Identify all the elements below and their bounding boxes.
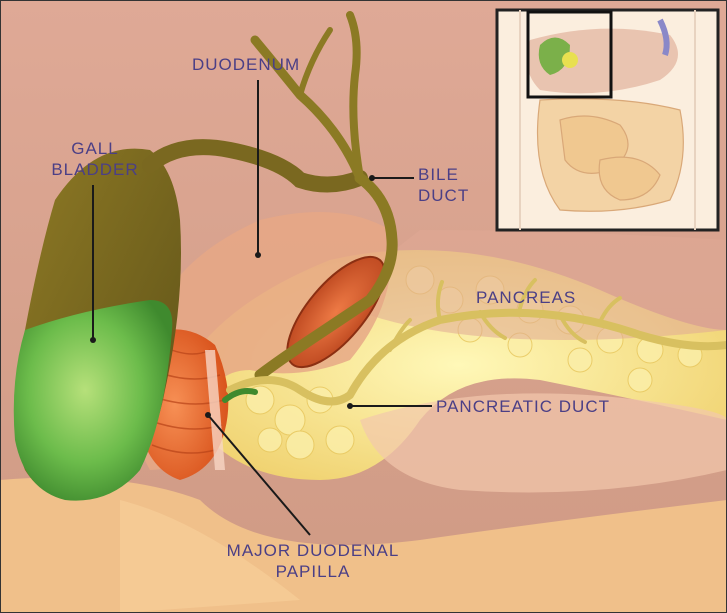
label-bile-duct: BILE DUCT: [418, 164, 469, 206]
label-bile-duct-line1: BILE: [418, 164, 469, 185]
label-bile-duct-line2: DUCT: [418, 185, 469, 206]
label-pancreatic-duct: PANCREATIC DUCT: [436, 396, 610, 417]
label-gall-bladder-line1: GALL: [40, 138, 150, 159]
label-papilla-line2: PAPILLA: [198, 561, 428, 582]
label-pancreas: PANCREAS: [476, 287, 576, 308]
label-gall-bladder: GALL BLADDER: [40, 138, 150, 180]
label-duodenum: DUODENUM: [192, 54, 300, 75]
label-papilla-line1: MAJOR DUODENAL: [198, 540, 428, 561]
label-gall-bladder-line2: BLADDER: [40, 159, 150, 180]
inset-map: [497, 10, 718, 230]
label-major-duodenal-papilla: MAJOR DUODENAL PAPILLA: [198, 540, 428, 582]
